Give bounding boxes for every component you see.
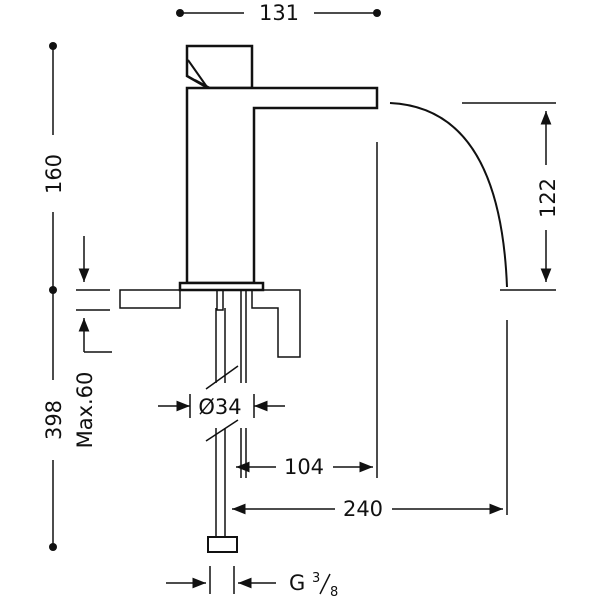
- dimension-diameter-34: Ø34: [158, 394, 285, 419]
- thread-fraction-slash: [319, 573, 331, 595]
- faucet-body: [178, 44, 379, 292]
- dim-240-label: 240: [343, 497, 383, 521]
- dimension-thread: G 3 8: [166, 566, 338, 600]
- dim-122-label: 122: [536, 178, 560, 218]
- dimension-122: 122: [462, 102, 560, 291]
- thread-numerator: 3: [312, 571, 320, 586]
- dimension-max60: Max.60: [73, 236, 112, 448]
- dimension-240: 240: [232, 497, 503, 521]
- dim-131-label: 131: [259, 1, 299, 25]
- dimension-104: 104: [236, 455, 373, 479]
- countertop: [119, 289, 301, 358]
- water-arc: [389, 102, 508, 288]
- thread-prefix: G: [289, 571, 305, 595]
- dim-diameter-label: Ø34: [198, 395, 241, 419]
- thread-denominator: 8: [330, 585, 338, 600]
- dim-104-label: 104: [284, 455, 324, 479]
- dimension-160-398: 160 398: [42, 42, 66, 551]
- dim-max60-label: Max.60: [73, 372, 97, 449]
- dimension-131: 131: [176, 1, 381, 25]
- dim-160-label: 160: [42, 154, 66, 194]
- dim-398-label: 398: [42, 400, 66, 440]
- supply-pipes: [205, 289, 247, 553]
